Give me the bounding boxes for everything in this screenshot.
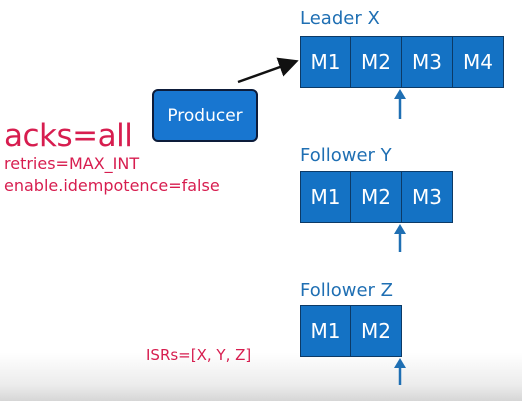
follower-y-title: Follower Y: [300, 145, 392, 166]
producer-to-leader-arrow: [237, 57, 299, 84]
leader-position-marker-arrow: [394, 89, 406, 119]
follower-y-message-cell: M2: [351, 171, 402, 223]
follower-z-position-marker-arrow: [394, 358, 406, 385]
leader-message-cell: M1: [300, 36, 351, 88]
acks-setting: acks=all: [4, 118, 133, 154]
leader-x-title: Leader X: [300, 8, 380, 29]
leader-message-cell: M3: [402, 36, 453, 88]
follower-y-position-marker-arrow: [394, 224, 406, 252]
follower-z-title: Follower Z: [300, 280, 393, 301]
isrs-setting: ISRs=[X, Y, Z]: [146, 346, 252, 364]
follower-z-log: M1 M2: [300, 305, 402, 357]
leader-message-cell: M4: [453, 36, 504, 88]
producer-node: Producer: [152, 89, 258, 142]
leader-x-log: M1 M2 M3 M4: [300, 36, 504, 88]
follower-z-message-cell: M2: [351, 305, 402, 357]
follower-y-message-cell: M3: [402, 171, 453, 223]
leader-message-cell: M2: [351, 36, 402, 88]
idempotence-setting: enable.idempotence=false: [4, 176, 220, 195]
retries-setting: retries=MAX_INT: [4, 154, 140, 173]
follower-y-message-cell: M1: [300, 171, 351, 223]
follower-z-message-cell: M1: [300, 305, 351, 357]
follower-y-log: M1 M2 M3: [300, 171, 453, 223]
